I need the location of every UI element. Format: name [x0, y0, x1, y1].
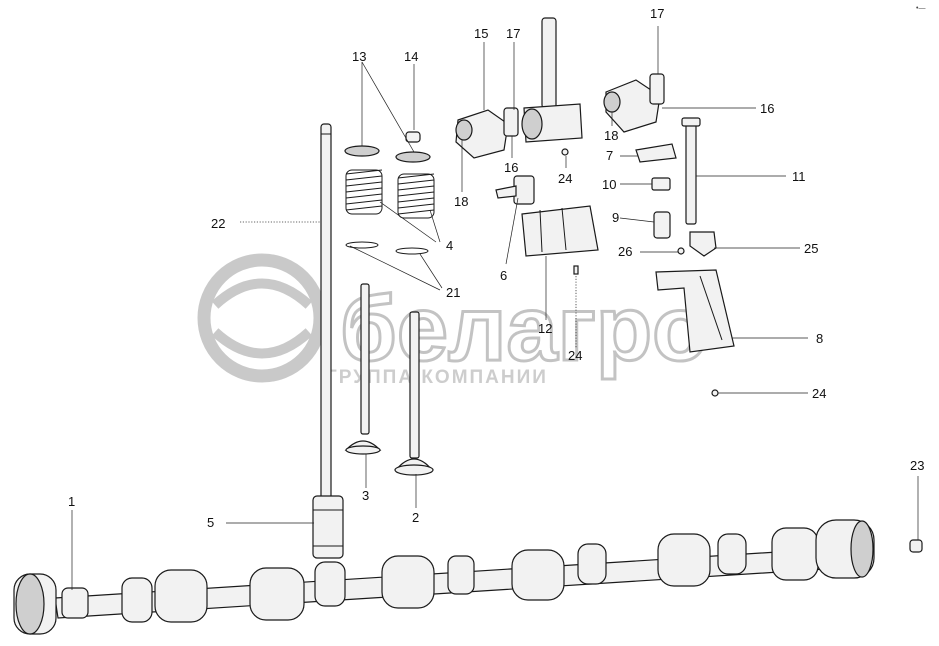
bracket-body-8	[655, 269, 735, 353]
callout-4: 4	[446, 238, 453, 253]
spring-retainer-right	[395, 151, 431, 163]
callout-8: 8	[816, 331, 823, 346]
pin-26	[677, 247, 685, 255]
support-6	[495, 175, 535, 205]
callout-13: 13	[352, 49, 366, 64]
valve-right	[394, 311, 434, 476]
valve-left	[344, 283, 382, 455]
watermark-subtitle: ГРУППА КОМПАНИИ	[326, 367, 548, 388]
pin-24-middle	[573, 265, 579, 275]
rocker-shaft-support	[521, 17, 583, 143]
valve-cap	[405, 131, 421, 143]
callout-16-right: 16	[760, 101, 774, 116]
watermark-brand: белагро	[340, 278, 708, 380]
leader-lines	[71, 26, 919, 590]
callout-21: 21	[446, 285, 460, 300]
callout-24-upper: 24	[558, 171, 572, 186]
callout-5: 5	[207, 515, 214, 530]
callout-23: 23	[910, 458, 924, 473]
callout-3: 3	[362, 488, 369, 503]
callout-11: 11	[792, 169, 806, 184]
tappet	[312, 495, 344, 559]
rocker-support-12	[521, 205, 599, 257]
callout-14: 14	[404, 49, 418, 64]
callout-6: 6	[500, 268, 507, 283]
callout-1: 1	[68, 494, 75, 509]
nut-10	[651, 177, 671, 191]
corner-mark: •—	[916, 5, 925, 12]
callout-16-left: 16	[504, 160, 518, 175]
push-rod	[320, 123, 332, 501]
sleeve-9	[653, 211, 671, 239]
callout-15: 15	[474, 26, 488, 41]
callout-22: 22	[211, 216, 225, 231]
callouts: 1 2 3 4 5 6 7 8 9 10 11 12 13 14 15 16 1…	[68, 6, 924, 530]
bolt-11	[681, 117, 701, 225]
washer-right	[395, 247, 429, 255]
callout-18-right: 18	[604, 128, 618, 143]
camshaft	[13, 519, 875, 635]
rocker-arm-left	[455, 107, 519, 159]
watermark-logo-icon	[197, 253, 327, 383]
callout-24-middle: 24	[568, 348, 582, 363]
callout-25: 25	[804, 241, 818, 256]
callout-10: 10	[602, 177, 616, 192]
plug-23	[909, 539, 923, 553]
callout-7: 7	[606, 148, 613, 163]
bracket-7	[635, 143, 677, 163]
watermark: белагро ГРУППА КОМПАНИИ	[197, 253, 710, 388]
callout-18-left: 18	[454, 194, 468, 209]
rocker-arm-right	[603, 73, 665, 133]
callout-24-lower: 24	[812, 386, 826, 401]
callout-17-right: 17	[650, 6, 664, 21]
callout-12: 12	[538, 321, 552, 336]
spring-retainer-left	[344, 145, 380, 157]
valve-spring-left	[345, 169, 383, 215]
callout-26: 26	[618, 244, 632, 259]
clip-25	[689, 231, 717, 257]
callout-17-left: 17	[506, 26, 520, 41]
pin-24-upper	[561, 148, 569, 156]
washer-left	[345, 241, 379, 249]
callout-9: 9	[612, 210, 619, 225]
valve-spring-right	[397, 173, 435, 219]
pin-24-lower	[711, 389, 719, 397]
callout-2: 2	[412, 510, 419, 525]
